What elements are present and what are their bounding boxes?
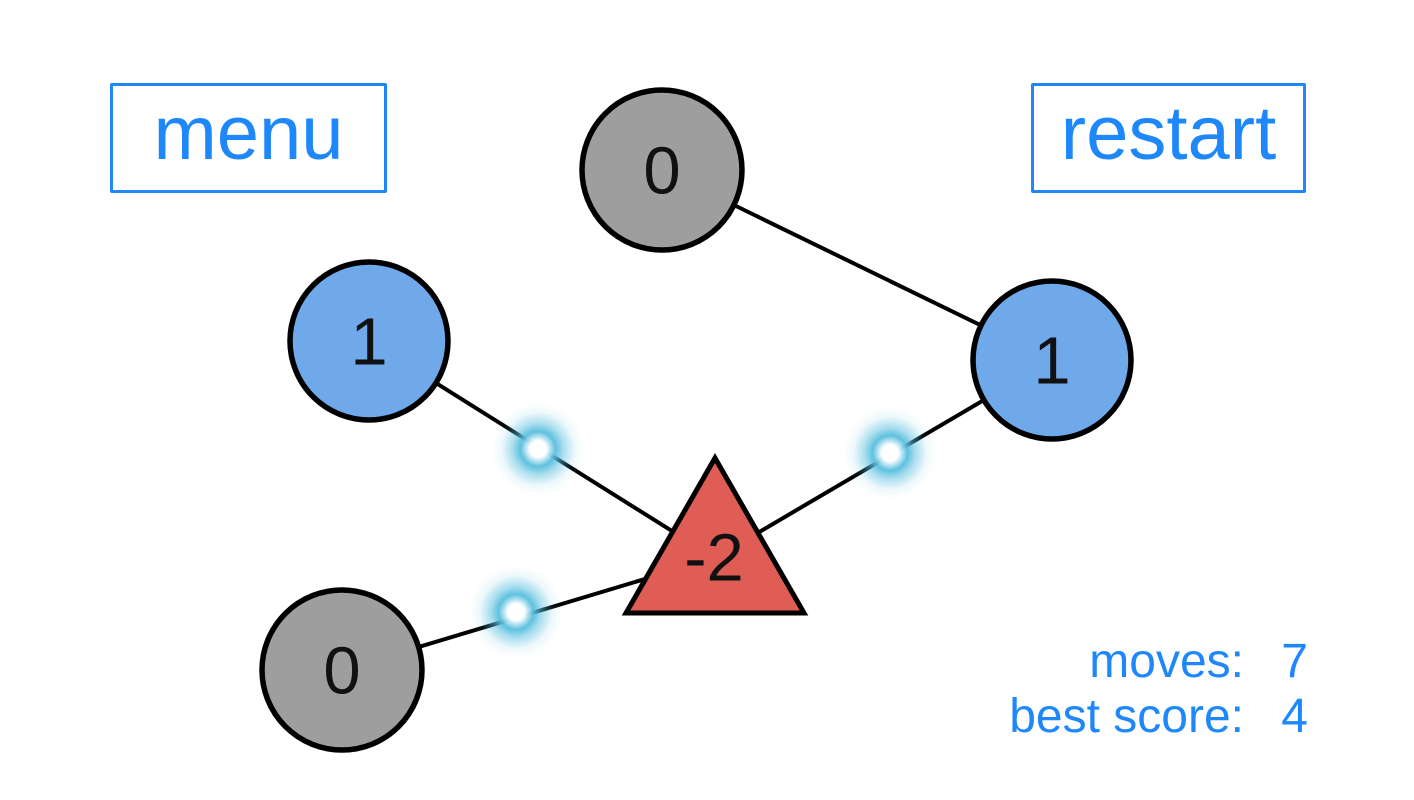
edge-glow-marker[interactable] bbox=[492, 403, 584, 495]
best-score-label: best score: bbox=[1009, 690, 1244, 743]
menu-button[interactable]: menu bbox=[110, 83, 387, 193]
graph-node-left[interactable] bbox=[287, 259, 451, 423]
edge-glow-marker[interactable] bbox=[470, 566, 562, 658]
graph-node-right[interactable] bbox=[970, 278, 1134, 442]
edge-glow-marker[interactable] bbox=[844, 407, 936, 499]
moves-value: 7 bbox=[1281, 635, 1308, 688]
graph-node-top[interactable] bbox=[579, 87, 745, 253]
moves-label: moves: bbox=[1089, 635, 1244, 688]
restart-button[interactable]: restart bbox=[1031, 83, 1306, 193]
score-panel: moves: 7 best score: 4 bbox=[1009, 636, 1308, 742]
best-score-value: 4 bbox=[1281, 690, 1308, 743]
graph-node-bottom[interactable] bbox=[259, 587, 425, 753]
graph-node-center[interactable] bbox=[621, 452, 809, 616]
